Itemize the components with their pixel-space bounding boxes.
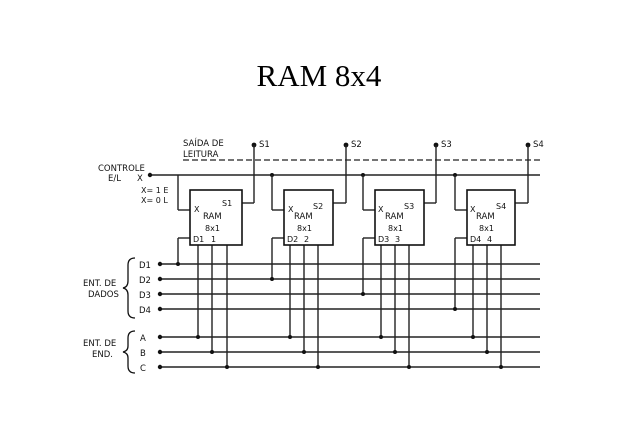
ram-chip-2-index: 2 bbox=[304, 235, 309, 244]
data-inputs-label-line1: ENT. DE bbox=[83, 279, 116, 289]
ram-chip-4-name: RAM bbox=[476, 212, 495, 222]
data-line-d2-label: D2 bbox=[139, 276, 151, 286]
address-a-terminal bbox=[157, 334, 163, 340]
addr-tap-3-b-dot bbox=[393, 350, 397, 354]
ram-chip-3-name: RAM bbox=[385, 212, 404, 222]
control-label: CONTROLE bbox=[98, 164, 145, 174]
ram-chip-3-body bbox=[374, 189, 425, 246]
ram-chip-2-s-pin: S2 bbox=[313, 202, 323, 211]
ram-chip-1-d-pin: D1 bbox=[193, 235, 204, 244]
ram-chip-4-body bbox=[466, 189, 516, 246]
ram-chip-1-name: RAM bbox=[203, 212, 222, 222]
output-s2-label: S2 bbox=[351, 140, 362, 150]
ram-chip-4-s-pin: S4 bbox=[496, 202, 506, 211]
addr-tap-4-c-dot bbox=[499, 365, 503, 369]
ram-chip-2-size: 8x1 bbox=[297, 224, 312, 233]
address-inputs-label-line2: END. bbox=[92, 350, 113, 360]
ram-chip-2: X S2 RAM 8x1 D2 2 bbox=[283, 189, 334, 246]
output-s4-label: S4 bbox=[533, 140, 544, 150]
address-inputs-brace bbox=[122, 330, 136, 374]
ram-chip-2-x-pin: X bbox=[288, 205, 294, 214]
control-terminal bbox=[147, 172, 153, 178]
read-output-label-line1: SAÍDA DE bbox=[183, 137, 224, 149]
addr-tap-1-c-dot bbox=[225, 365, 229, 369]
ram-chip-3-d-pin: D3 bbox=[378, 235, 389, 244]
addr-tap-4-b-dot bbox=[485, 350, 489, 354]
output-s1-label: S1 bbox=[259, 140, 270, 150]
data-in-2-junction bbox=[270, 277, 274, 281]
ram-chip-3-x-pin: X bbox=[378, 205, 384, 214]
ram-chip-3: X S3 RAM 8x1 D3 3 bbox=[374, 189, 425, 246]
addr-tap-3-c-dot bbox=[407, 365, 411, 369]
data-line-d3-label: D3 bbox=[139, 291, 151, 301]
addr-tap-1-a-dot bbox=[196, 335, 200, 339]
read-output-label-line2: LEITURA bbox=[183, 150, 219, 160]
ram-chip-1-x-pin: X bbox=[194, 205, 200, 214]
data-in-4-junction bbox=[453, 307, 457, 311]
data-line-d4-label: D4 bbox=[139, 306, 151, 316]
addr-tap-2-a-dot bbox=[288, 335, 292, 339]
ram-chip-4-index: 4 bbox=[487, 235, 492, 244]
data-d2-terminal bbox=[157, 276, 163, 282]
control-note-read: X= 0 L bbox=[141, 196, 168, 205]
ram-chip-2-name: RAM bbox=[294, 212, 313, 222]
ram-chip-1-s-pin: S1 bbox=[222, 199, 232, 208]
control-note-write: X= 1 E bbox=[141, 186, 168, 195]
ram-chip-3-index: 3 bbox=[395, 235, 400, 244]
address-c-terminal bbox=[157, 364, 163, 370]
data-in-3-junction bbox=[361, 292, 365, 296]
data-d1-terminal bbox=[157, 261, 163, 267]
ram-chip-3-s-pin: S3 bbox=[404, 202, 414, 211]
ram-chip-4: X S4 RAM 8x1 D4 4 bbox=[466, 189, 516, 246]
control-signal-label: X bbox=[137, 174, 143, 184]
address-line-c-label: C bbox=[140, 364, 146, 374]
ram-chip-4-d-pin: D4 bbox=[470, 235, 481, 244]
ram-chip-1: X S1 RAM 8x1 D1 1 bbox=[189, 189, 243, 246]
output-s3-label: S3 bbox=[441, 140, 452, 150]
address-line-b-label: B bbox=[140, 349, 146, 359]
addr-tap-2-b-dot bbox=[302, 350, 306, 354]
ram-chip-2-d-pin: D2 bbox=[287, 235, 298, 244]
address-inputs-label-line1: ENT. DE bbox=[83, 339, 116, 349]
data-line-d1-label: D1 bbox=[139, 261, 151, 271]
ram-chip-4-size: 8x1 bbox=[479, 224, 494, 233]
slide-title: RAM 8x4 bbox=[256, 58, 382, 93]
ram-chip-4-x-pin: X bbox=[470, 205, 476, 214]
data-inputs-label-line2: DADOS bbox=[88, 290, 119, 300]
ram-chip-1-index: 1 bbox=[211, 235, 216, 244]
ram-chip-1-size: 8x1 bbox=[205, 224, 220, 233]
data-in-1-junction bbox=[176, 262, 180, 266]
ram-chip-1-body bbox=[189, 189, 243, 246]
ram-chip-2-body bbox=[283, 189, 334, 246]
data-d4-terminal bbox=[157, 306, 163, 312]
ram-chip-3-size: 8x1 bbox=[388, 224, 403, 233]
addr-tap-2-c-dot bbox=[316, 365, 320, 369]
addr-tap-3-a-dot bbox=[379, 335, 383, 339]
addr-tap-4-a-dot bbox=[471, 335, 475, 339]
address-line-a-label: A bbox=[140, 334, 146, 344]
address-b-terminal bbox=[157, 349, 163, 355]
control-rw-label: E/L bbox=[108, 174, 121, 184]
addr-tap-1-b-dot bbox=[210, 350, 214, 354]
data-d3-terminal bbox=[157, 291, 163, 297]
data-inputs-brace bbox=[122, 257, 136, 319]
